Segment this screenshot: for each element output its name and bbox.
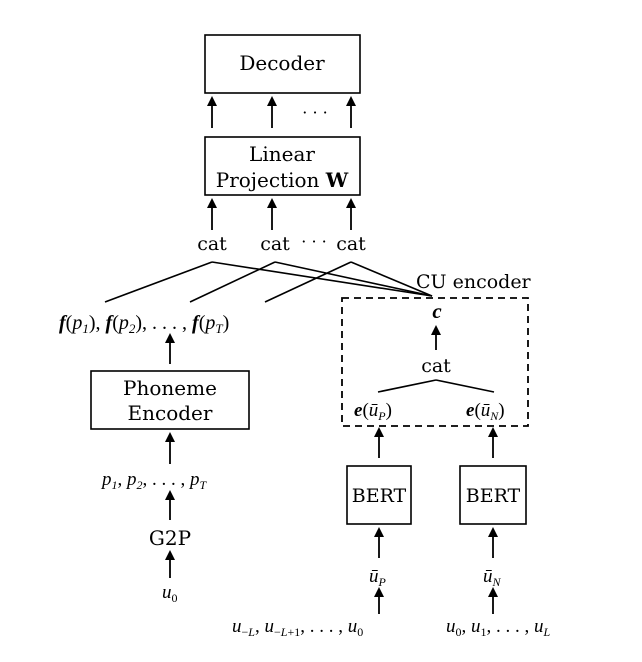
phoneme-sequence: p1, p2, . . . , pT [100,469,208,492]
cu-encoder-label: CU encoder [416,271,532,293]
phoneme-features: f(p1), f(p2), . . . , f(pT) [59,312,229,336]
context-right: u0, u1, . . . , uL [446,616,551,639]
phoneme-encoder-box [90,370,250,430]
line-cat1-to-c [211,261,433,297]
line-cat3-to-fT [264,261,352,303]
bert-right-label: BERT [466,485,521,507]
line-cat2-to-c [274,261,433,297]
bert-left-box [346,465,412,525]
decoder-ellipsis: · · · [302,103,327,122]
bert-left-label: BERT [352,485,407,507]
context-vector-c: c [432,299,442,323]
linear-projection-box [204,136,361,196]
line-eN-to-cat [435,379,495,393]
phoneme-encoder-line1: Phoneme [123,376,217,400]
embedding-positive: e(ūP) [354,400,392,423]
decoder-label: Decoder [239,51,325,75]
cu-encoder-box [341,297,529,427]
input-ubar-p: ūP [369,566,387,589]
line-eP-to-cat [377,379,437,393]
line-cat3-to-c [350,261,433,297]
decoder-box [204,34,361,94]
g2p-label: G2P [149,526,191,550]
linear-projection-line2: Projection W [216,168,349,192]
cat-ellipsis: · · · [301,232,326,251]
input-ubar-n: ūN [483,566,502,589]
line-cat2-to-f2 [189,261,276,303]
cat-node-3: cat [336,233,366,255]
linear-projection-line1: Linear [249,142,315,166]
embedding-negative: e(ūN) [466,400,505,423]
cu-cat-node: cat [421,355,451,377]
line-cat1-to-f1 [104,261,213,303]
bert-right-box [459,465,527,525]
input-u0: u0 [162,582,178,605]
cat-node-1: cat [197,233,227,255]
cat-node-2: cat [260,233,290,255]
context-left: u−L, u−L+1, . . . , u0 [232,616,363,639]
weight-matrix-symbol: W [325,168,349,192]
phoneme-encoder-line2: Encoder [128,401,213,425]
